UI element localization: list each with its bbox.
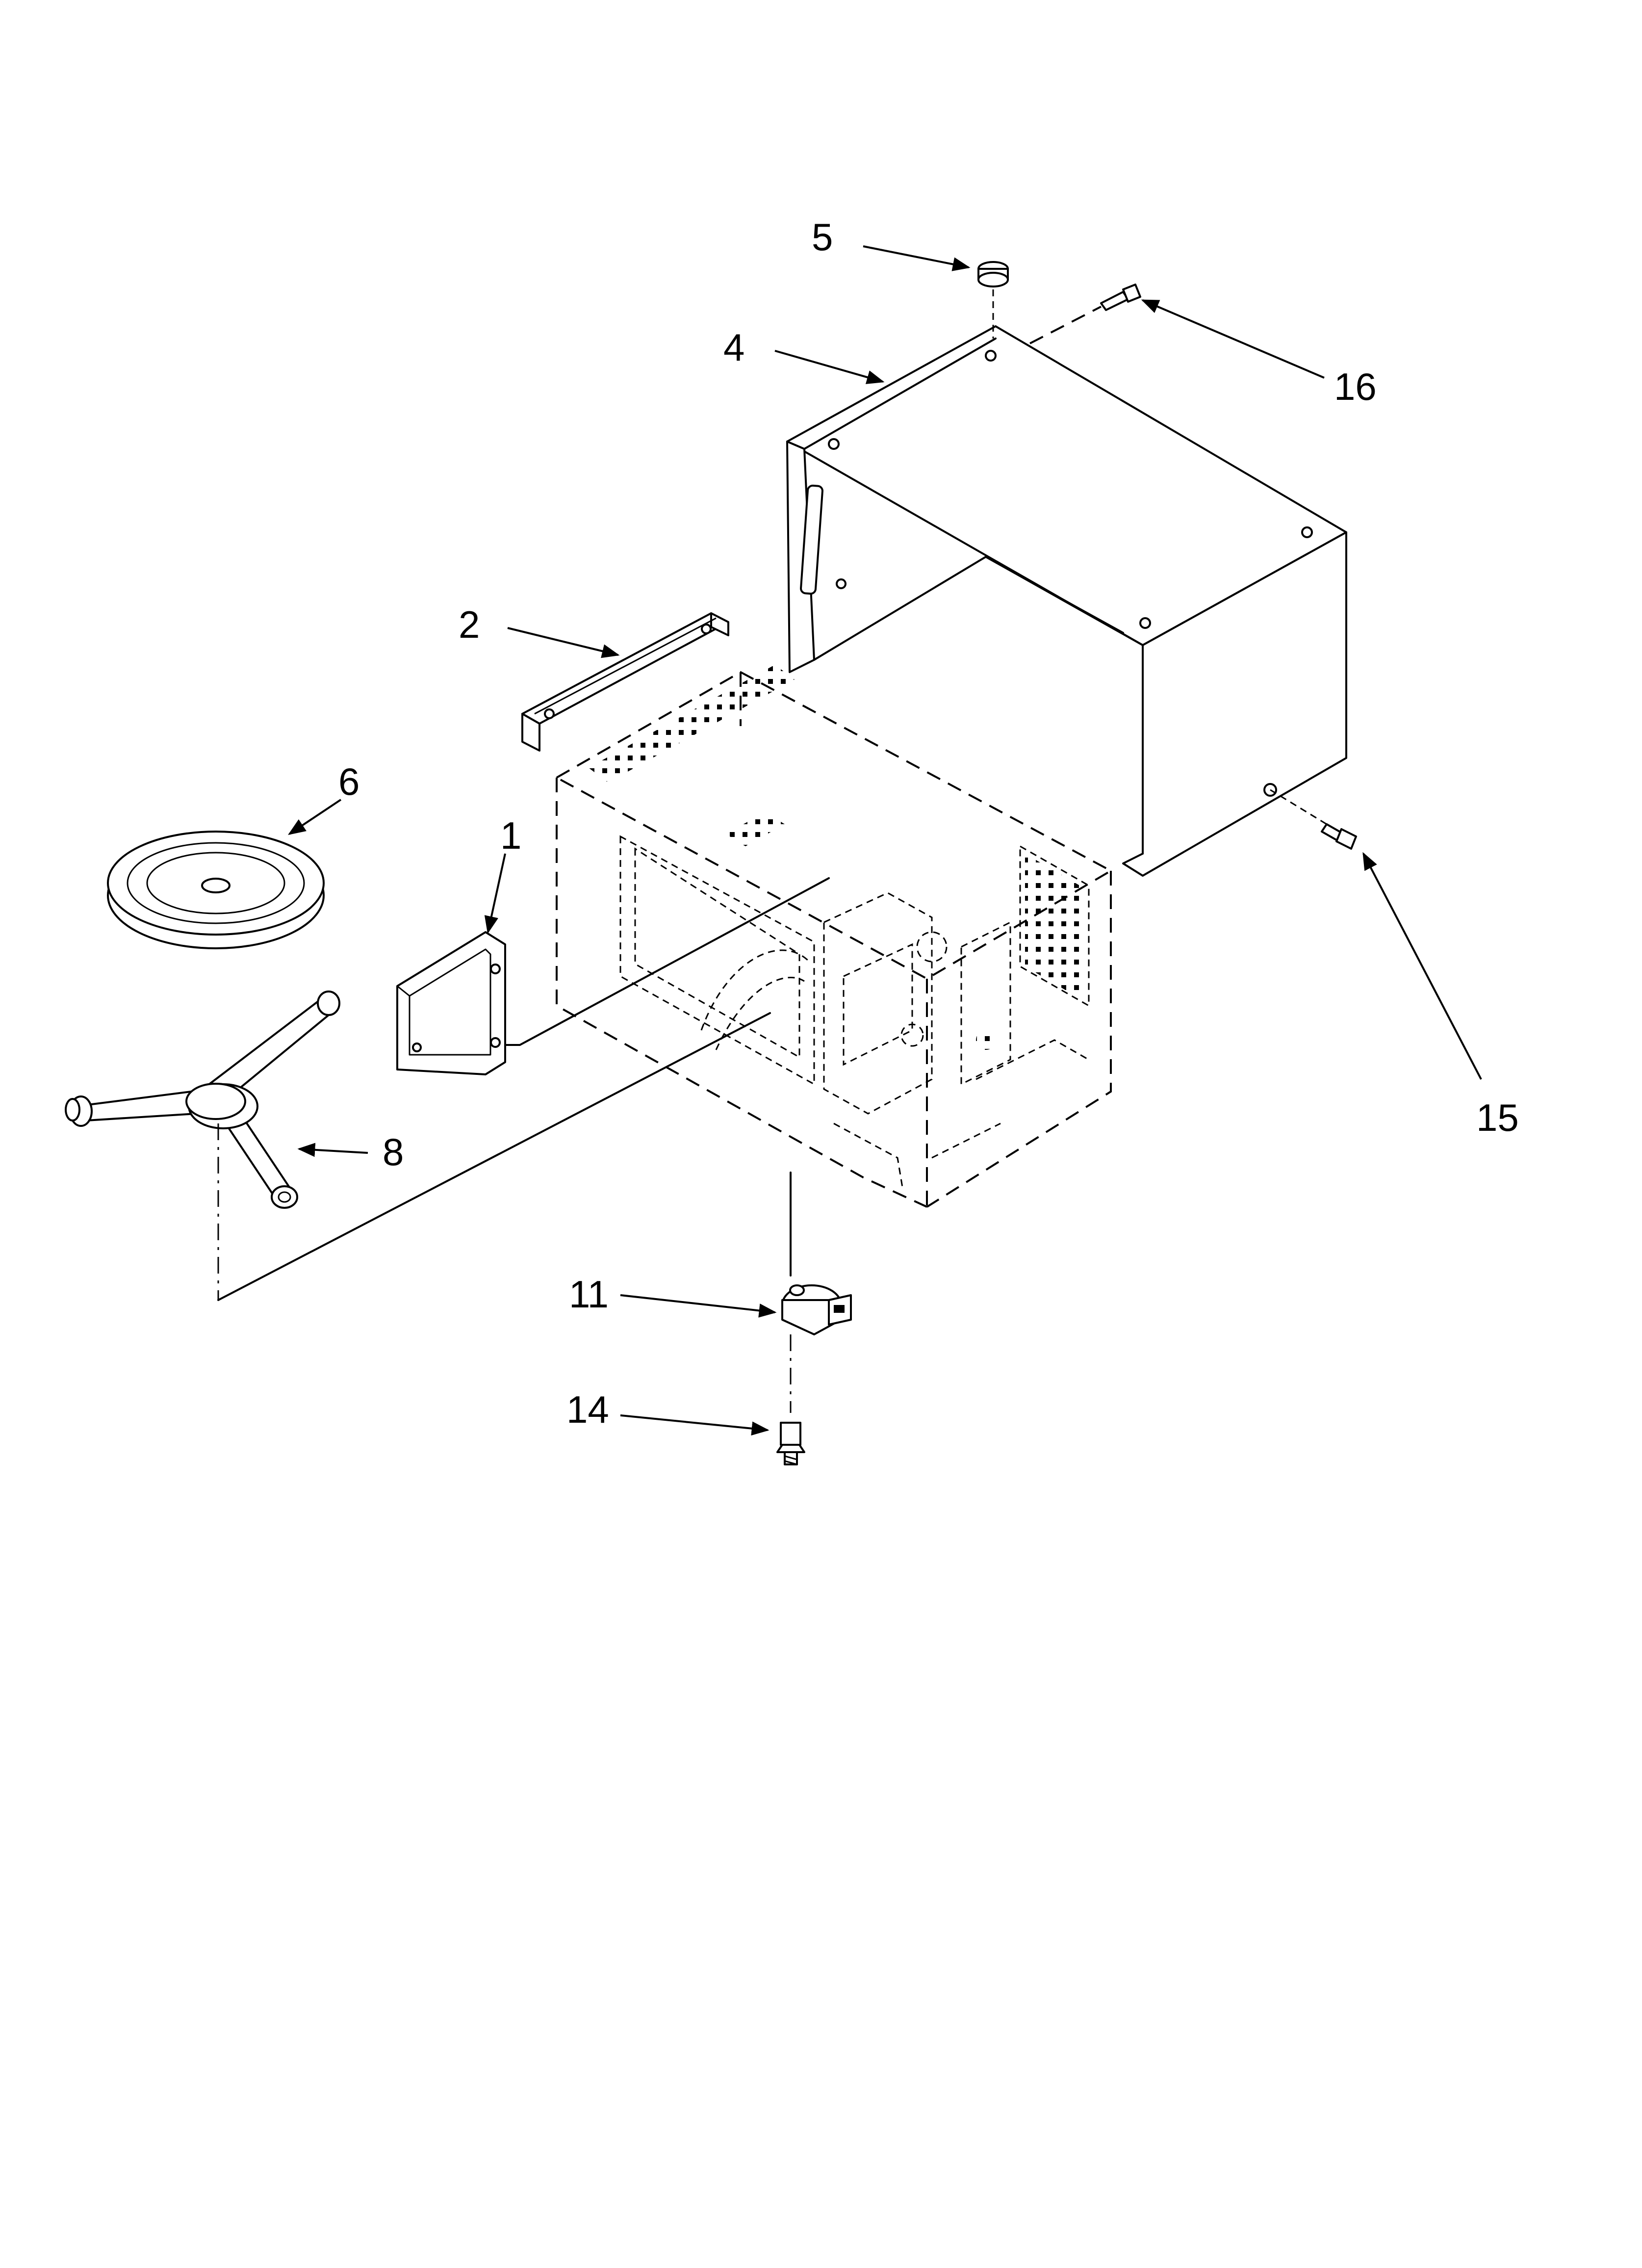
turntable-motor [781,1172,852,1413]
callout-1: 1 [500,814,521,857]
top-bracket [521,612,729,752]
callout-4: 4 [723,326,744,369]
rear-screw-top [1029,284,1141,344]
cabinet-wrapper [786,325,1347,877]
waveguide-frame [396,877,830,1075]
callout-labels: 5 4 16 2 6 1 8 15 11 14 [338,215,1519,1431]
callout-5: 5 [812,215,833,259]
motor-screw [776,1422,805,1465]
side-screw [1270,789,1357,850]
top-cap [977,261,1009,339]
callout-6: 6 [338,760,359,803]
inner-chassis-phantom [554,665,1113,1208]
callout-11: 11 [569,1273,609,1316]
leader-lines [288,245,1482,1436]
roller-support [65,991,771,1301]
callout-2: 2 [459,603,480,646]
callout-14: 14 [566,1388,609,1431]
callout-15: 15 [1476,1096,1519,1139]
callout-16: 16 [1334,365,1377,408]
glass-tray [107,831,325,949]
callout-8: 8 [383,1130,404,1173]
